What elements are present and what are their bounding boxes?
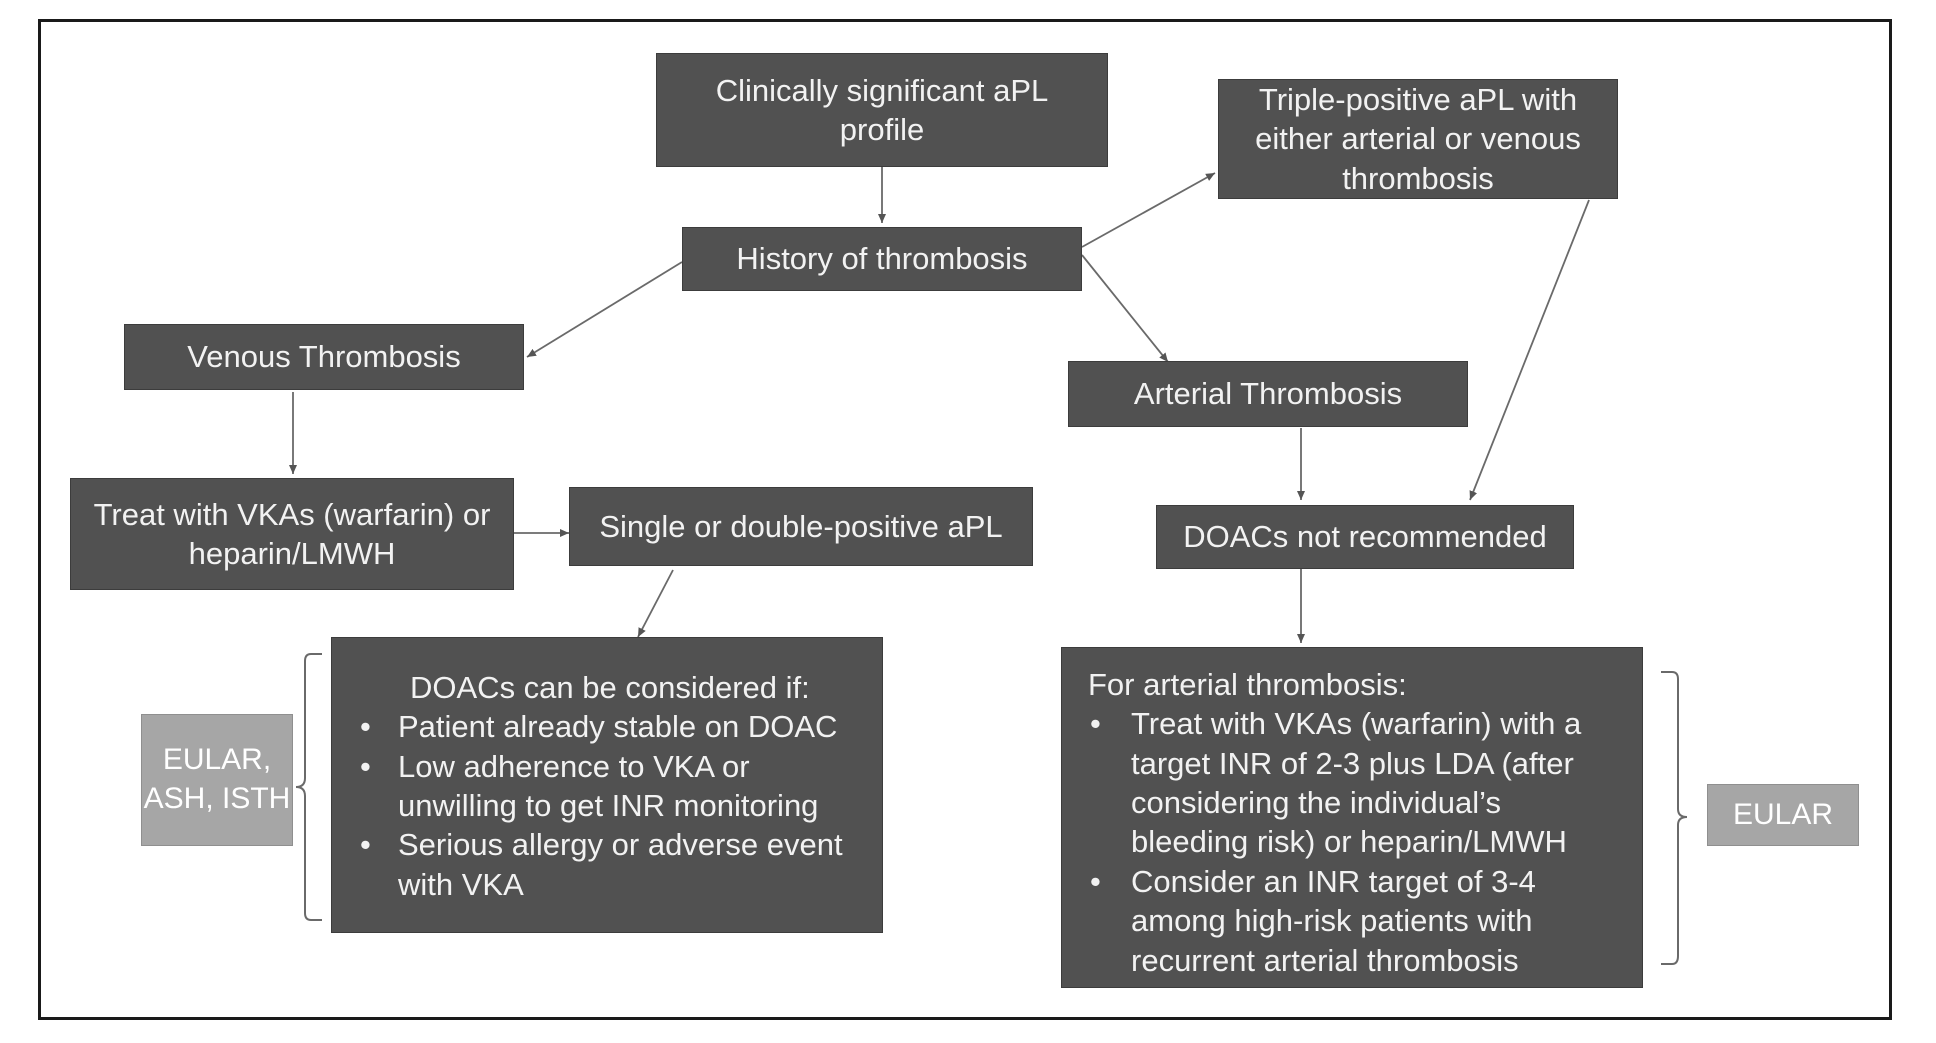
right-brace [1661, 671, 1688, 965]
list-item: Consider an INR target of 3-4 among high… [1076, 862, 1618, 980]
venous-label: Venous Thrombosis [187, 339, 461, 375]
history-label: History of thrombosis [736, 241, 1028, 277]
arrow-history-to-venous [526, 261, 683, 358]
guideline-right-label: EULAR [1732, 798, 1834, 832]
diagram-frame [38, 19, 1892, 1020]
list-item: Patient already stable on DOAC [346, 707, 860, 747]
arterial-treatment-box: For arterial thrombosis: Treat with VKAs… [1061, 647, 1643, 988]
left-brace [295, 653, 322, 921]
guideline-badge-right: EULAR [1707, 784, 1859, 846]
arrow-history-to-triple [1081, 172, 1216, 248]
arterial-label: Arterial Thrombosis [1133, 376, 1403, 412]
history-box: History of thrombosis [682, 227, 1082, 291]
apl-profile-label: Clinically significant aPL profile [715, 72, 1049, 147]
venous-box: Venous Thrombosis [124, 324, 524, 390]
list-item: Serious allergy or adverse event with VK… [346, 825, 860, 904]
arterial-box: Arterial Thrombosis [1068, 361, 1468, 427]
arrow-single-to-doacbox [637, 569, 674, 638]
list-item: Treat with VKAs (warfarin) with a target… [1076, 704, 1618, 861]
doac-considered-list: Patient already stable on DOAC Low adher… [346, 707, 860, 904]
doac-considered-heading: DOACs can be considered if: [410, 670, 810, 705]
treat-vka-box: Treat with VKAs (warfarin) or heparin/LM… [70, 478, 514, 590]
doacs-not-box: DOACs not recommended [1156, 505, 1574, 569]
single-double-label: Single or double-positive aPL [599, 508, 1003, 544]
single-double-box: Single or double-positive aPL [569, 487, 1033, 566]
arrow-history-to-arterial [1081, 254, 1169, 363]
list-item: Low adherence to VKA or unwilling to get… [346, 747, 860, 826]
treat-vka-label: Treat with VKAs (warfarin) or heparin/LM… [93, 496, 491, 571]
arterial-treatment-heading: For arterial thrombosis: [1088, 667, 1407, 702]
guideline-badge-left: EULAR, ASH, ISTH [141, 714, 293, 846]
guideline-left-label: EULAR, ASH, ISTH [143, 743, 291, 815]
apl-profile-box: Clinically significant aPL profile [656, 53, 1108, 167]
doac-considered-box: DOACs can be considered if: Patient alre… [331, 637, 883, 933]
arterial-treatment-list: Treat with VKAs (warfarin) with a target… [1076, 704, 1618, 980]
doacs-not-label: DOACs not recommended [1183, 519, 1547, 555]
triple-positive-label: Triple-positive aPL with either arterial… [1255, 82, 1581, 196]
triple-positive-box: Triple-positive aPL with either arterial… [1218, 79, 1618, 199]
arrow-triple-to-doacsnot [1469, 199, 1590, 501]
